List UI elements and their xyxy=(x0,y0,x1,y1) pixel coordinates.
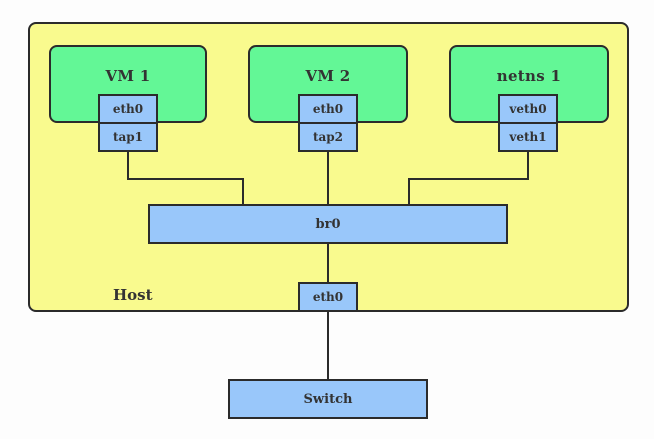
host-label: Host xyxy=(113,286,153,304)
vm2-label: VM 2 xyxy=(305,67,351,85)
vm1-tap1-box: tap1 xyxy=(98,122,158,152)
br0-bridge-box: br0 xyxy=(148,204,508,244)
vm1-eth0-box: eth0 xyxy=(98,94,158,124)
connector-tap1-vertical xyxy=(127,152,129,179)
connector-eth0-to-switch xyxy=(327,312,329,379)
connector-veth1-horizontal xyxy=(408,178,529,180)
connector-veth1-vertical xyxy=(527,152,529,179)
vm1-label: VM 1 xyxy=(105,67,151,85)
connector-veth1-to-br0 xyxy=(408,178,410,204)
netns1-veth1-box: veth1 xyxy=(498,122,558,152)
vm2-eth0-box: eth0 xyxy=(298,94,358,124)
switch-box: Switch xyxy=(228,379,428,419)
connector-tap2-to-br0 xyxy=(327,152,329,204)
vm2-tap2-box: tap2 xyxy=(298,122,358,152)
connector-tap1-horizontal xyxy=(127,178,244,180)
host-eth0-box: eth0 xyxy=(298,282,358,312)
netns1-label: netns 1 xyxy=(496,67,562,85)
netns1-veth0-box: veth0 xyxy=(498,94,558,124)
connector-tap1-to-br0 xyxy=(242,178,244,204)
connector-br0-to-eth0 xyxy=(327,244,329,282)
